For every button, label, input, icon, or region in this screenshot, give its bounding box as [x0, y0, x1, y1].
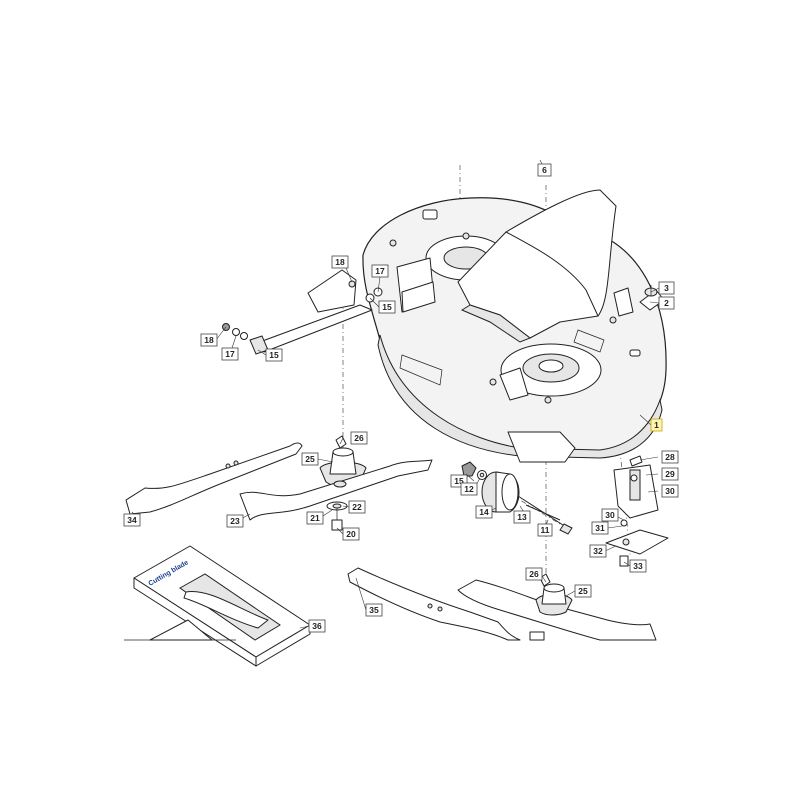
svg-text:6: 6 [542, 165, 547, 175]
callout-29: 29 [661, 467, 679, 481]
blade-35 [347, 567, 521, 641]
callout-30-upper: 30 [661, 484, 679, 498]
svg-text:3: 3 [664, 283, 669, 293]
callout-12: 12 [460, 482, 478, 496]
callout-22: 22 [348, 500, 366, 514]
svg-text:15: 15 [269, 350, 279, 360]
callout-35: 35 [365, 603, 383, 617]
washers-left [222, 323, 248, 340]
svg-text:17: 17 [225, 349, 235, 359]
callout-36: 36 [308, 619, 326, 633]
svg-text:11: 11 [541, 525, 550, 535]
anti-scalp-bracket [605, 455, 669, 567]
callout-21: 21 [306, 511, 324, 525]
svg-text:12: 12 [464, 484, 474, 494]
blade-bolt-group [326, 501, 348, 531]
svg-text:20: 20 [346, 529, 356, 539]
callout-11: 11 [537, 523, 553, 537]
svg-text:17: 17 [375, 266, 385, 276]
svg-text:28: 28 [665, 452, 675, 462]
linkage-rod [249, 287, 383, 355]
callout-28: 28 [661, 450, 679, 464]
svg-text:2: 2 [664, 298, 669, 308]
callout-18-upper: 18 [331, 255, 349, 269]
svg-text:18: 18 [335, 257, 345, 267]
callout-32: 32 [589, 544, 607, 558]
callout-15-lower: 15 [265, 348, 283, 362]
part-3-pivot [639, 285, 665, 311]
callout-17-lower: 17 [221, 347, 239, 361]
callout-3: 3 [658, 281, 675, 295]
svg-text:30: 30 [665, 486, 675, 496]
bolt-11 [525, 504, 561, 521]
callout-2: 2 [658, 296, 675, 310]
part-18-bracket [307, 269, 357, 313]
blade-34 [125, 442, 303, 515]
nut-and-washer [461, 461, 487, 480]
instruction-sheet [124, 619, 236, 641]
svg-text:1: 1 [654, 420, 659, 430]
spindle-hub-right [457, 579, 657, 641]
roller-wheel [481, 471, 573, 535]
svg-text:31: 31 [595, 523, 605, 533]
svg-text:26: 26 [354, 433, 364, 443]
callout-14: 14 [475, 505, 493, 519]
callout-1: 1 [650, 418, 663, 432]
svg-text:26: 26 [529, 569, 539, 579]
callout-6: 6 [537, 163, 552, 177]
svg-text:32: 32 [593, 546, 603, 556]
svg-text:13: 13 [517, 512, 527, 522]
callout-26-right: 26 [525, 567, 543, 581]
svg-text:29: 29 [665, 469, 675, 479]
svg-text:30: 30 [605, 510, 615, 520]
svg-text:25: 25 [578, 586, 588, 596]
callout-15-upper: 15 [378, 300, 396, 314]
callout-33: 33 [629, 559, 647, 573]
svg-text:18: 18 [204, 335, 214, 345]
callout-26-left: 26 [350, 431, 368, 445]
callout-25-right: 25 [574, 584, 592, 598]
callout-34: 34 [123, 513, 141, 527]
grass-chute [457, 189, 617, 343]
svg-text:14: 14 [479, 507, 489, 517]
svg-text:21: 21 [310, 513, 320, 523]
svg-text:23: 23 [230, 516, 240, 526]
callout-17-upper: 17 [371, 264, 389, 278]
callout-23: 23 [226, 514, 244, 528]
svg-text:15: 15 [454, 476, 464, 486]
callout-31: 31 [591, 521, 609, 535]
callout-13: 13 [513, 510, 531, 524]
deck-brackets [396, 257, 634, 463]
svg-text:15: 15 [382, 302, 392, 312]
callout-18-lower: 18 [200, 333, 218, 347]
callout-30-lower: 30 [601, 508, 619, 522]
svg-text:35: 35 [369, 605, 379, 615]
svg-text:34: 34 [127, 515, 137, 525]
svg-text:22: 22 [352, 502, 362, 512]
callout-25-left: 25 [301, 452, 319, 466]
blade-box: Cutting blade [133, 545, 311, 667]
callout-20: 20 [342, 527, 360, 541]
svg-text:25: 25 [305, 454, 315, 464]
svg-text:33: 33 [633, 561, 643, 571]
svg-text:36: 36 [312, 621, 322, 631]
blade-23 [239, 459, 433, 521]
